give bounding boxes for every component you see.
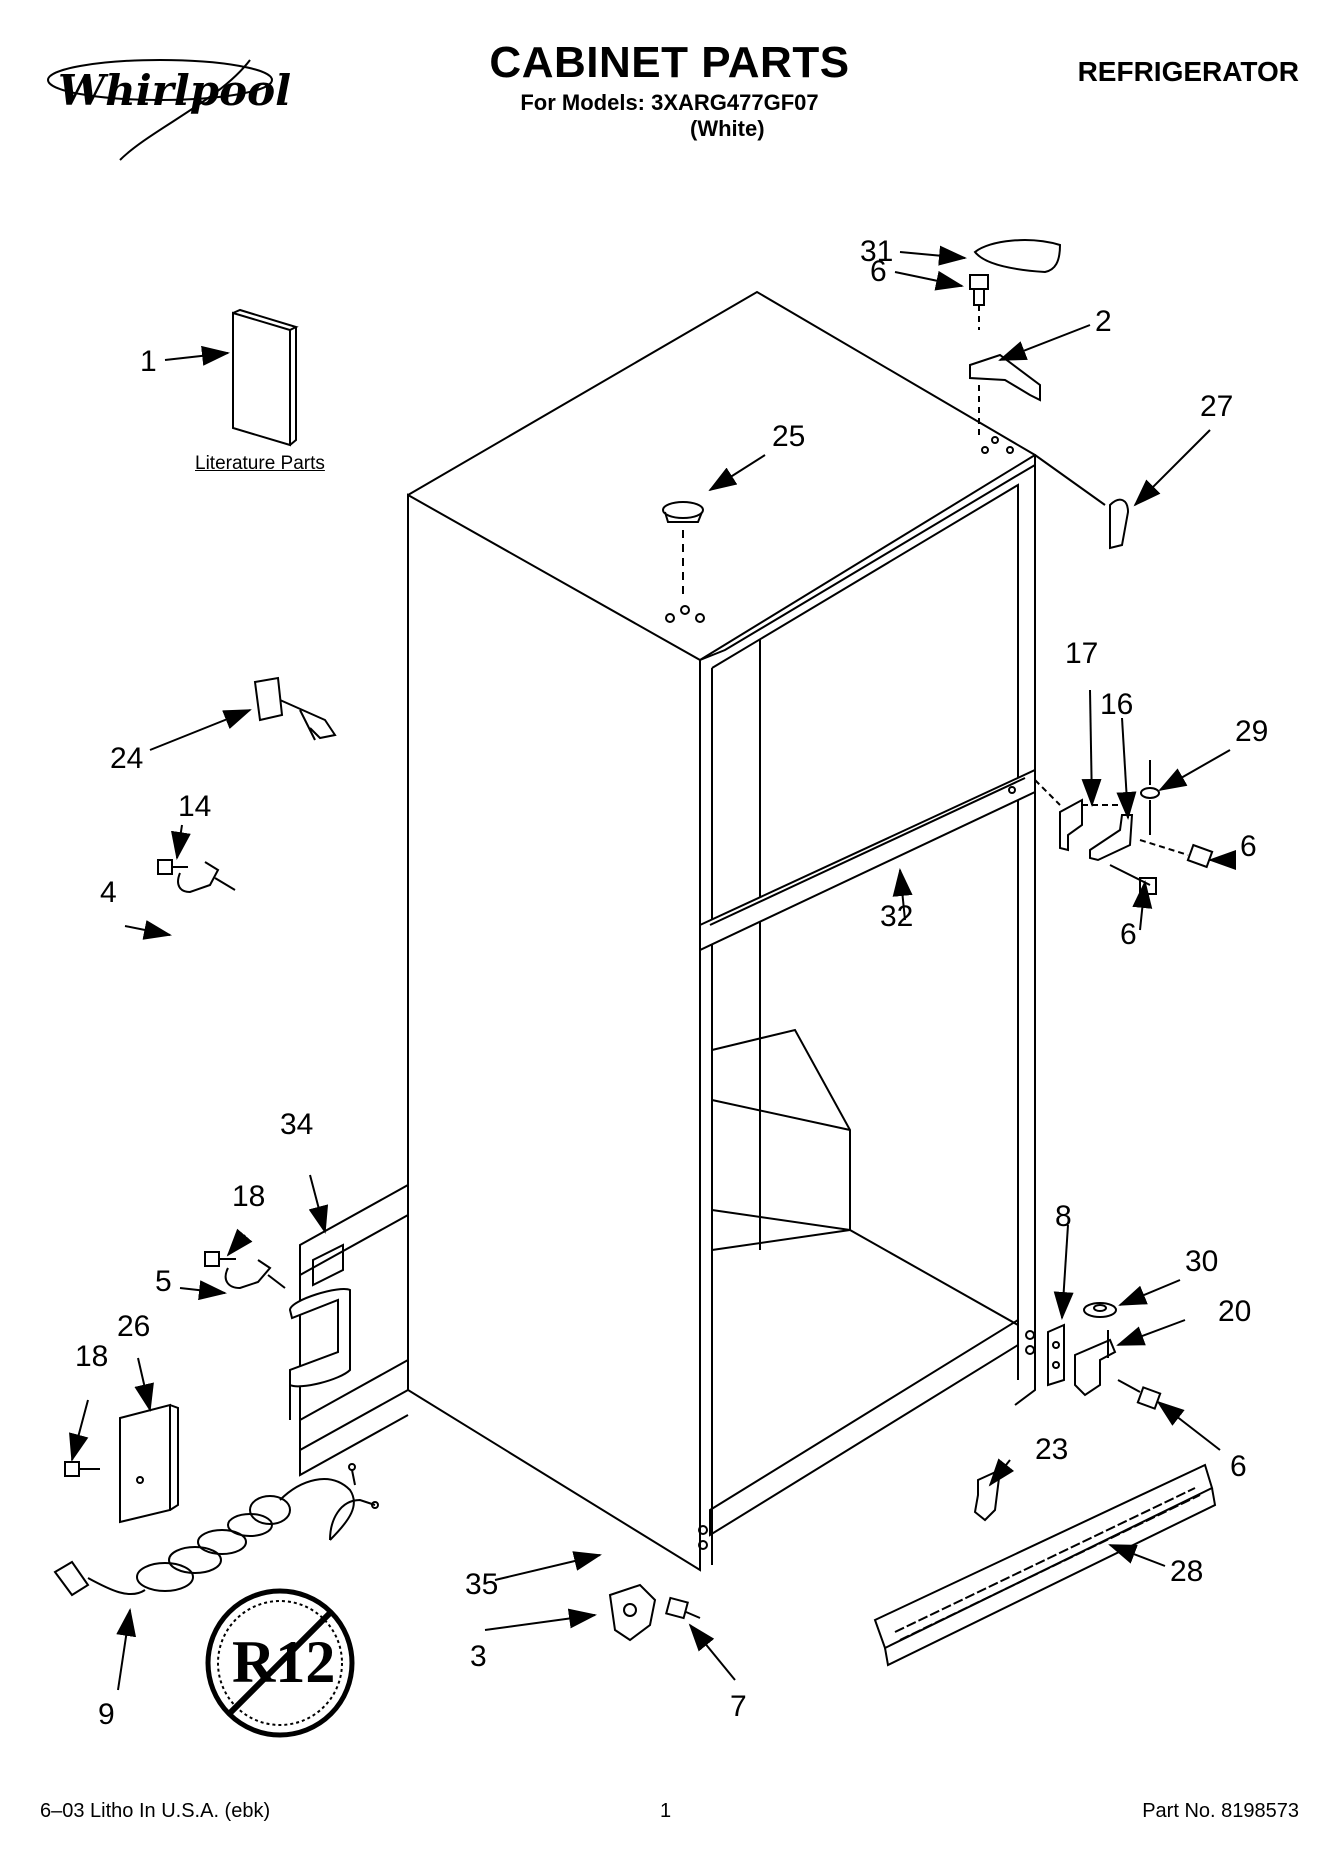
callout-8: 8: [1055, 1200, 1072, 1233]
callout-1: 1: [140, 345, 157, 378]
appliance-category: REFRIGERATOR: [1077, 56, 1299, 87]
lower-hinge-assembly: [1047, 1302, 1162, 1410]
callout-29: 29: [1235, 715, 1269, 748]
leveling-bracket: [253, 676, 337, 741]
no-r12-stamp: [205, 1588, 355, 1738]
footer-print-info: 6–03 Litho In U.S.A. (ebk): [40, 1800, 271, 1822]
callout-6-center-bottom: 6: [1120, 918, 1137, 951]
callout-31: 31: [860, 235, 894, 268]
callout-26: 26: [117, 1310, 151, 1343]
callout-6-top: 6: [870, 255, 887, 288]
callout-leaders: [69, 245, 1236, 1691]
callout-18-upper: 18: [232, 1180, 266, 1213]
callout-7: 7: [730, 1690, 747, 1723]
callout-4: 4: [100, 876, 117, 909]
model-number: For Models: 3XARG477GF07: [520, 90, 819, 115]
callout-20: 20: [1218, 1295, 1252, 1328]
model-color: (White): [690, 116, 765, 141]
callout-3: 3: [470, 1640, 487, 1673]
literature-booklet: [232, 311, 291, 447]
callout-30: 30: [1185, 1245, 1219, 1278]
callout-24: 24: [110, 742, 144, 775]
callout-34: 34: [280, 1108, 314, 1141]
screw-clip-4: [157, 859, 236, 894]
callout-35: 35: [465, 1568, 499, 1601]
logo-tail: [119, 59, 251, 161]
callout-23: 23: [1035, 1433, 1069, 1466]
center-hinge-assembly: [1034, 760, 1214, 895]
roller-assembly: [608, 1583, 701, 1642]
hinge-cap: [1109, 498, 1130, 550]
callout-17: 17: [1065, 637, 1099, 670]
page-title: CABINET PARTS: [489, 38, 850, 87]
power-cord: [53, 1463, 379, 1597]
literature-parts-label: Literature Parts: [195, 453, 325, 474]
hinge-screw-top: [969, 274, 989, 330]
callout-25: 25: [772, 420, 806, 453]
divider-bar: [699, 768, 1036, 952]
screw-clip-5: [204, 1251, 286, 1290]
base-grille: [873, 1463, 1217, 1667]
refrigerator-cabinet: [407, 290, 1036, 1572]
callout-28: 28: [1170, 1555, 1204, 1588]
cord-clamp: [64, 1403, 179, 1524]
callout-18-lower: 18: [75, 1340, 109, 1373]
callout-16: 16: [1100, 688, 1134, 721]
callout-27: 27: [1200, 390, 1234, 423]
callout-14: 14: [178, 790, 212, 823]
logo-swoosh: [47, 59, 273, 101]
callout-6-lower: 6: [1230, 1450, 1247, 1483]
back-access-panel: [288, 1183, 409, 1477]
callout-2: 2: [1095, 305, 1112, 338]
callout-6-center-right: 6: [1240, 830, 1257, 863]
top-plug: [662, 501, 704, 600]
part-number: Part No. 8198573: [1142, 1800, 1299, 1822]
callout-5: 5: [155, 1265, 172, 1298]
top-hinge: [969, 353, 1041, 402]
r12-stamp-label: R12: [232, 1629, 336, 1695]
callout-32: 32: [880, 900, 914, 933]
callout-9: 9: [98, 1698, 115, 1731]
page-number: 1: [660, 1800, 672, 1822]
top-hinge-cover: [973, 239, 1062, 274]
